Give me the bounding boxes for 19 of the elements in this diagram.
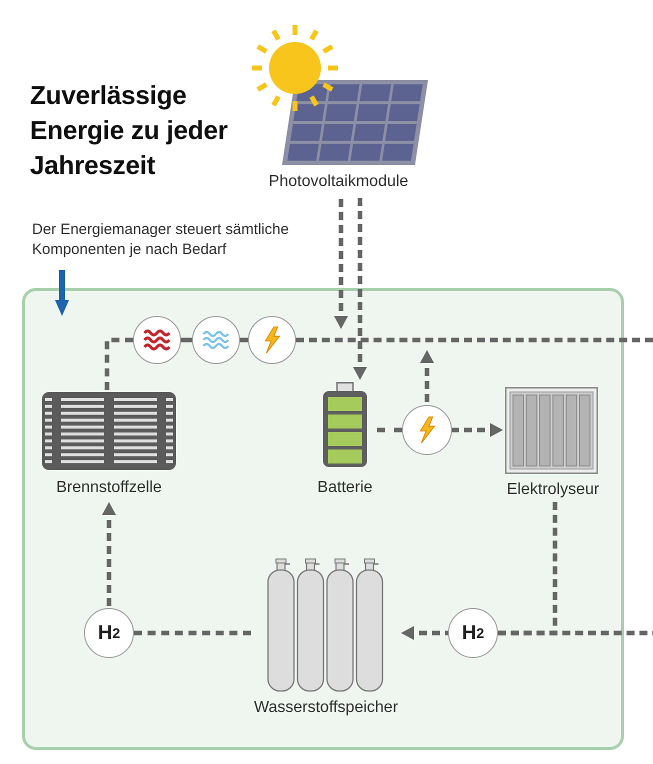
arrow	[420, 350, 434, 405]
node-label: Brennstoffzelle	[56, 478, 162, 498]
arrow	[353, 195, 367, 380]
title: Zuverlässige Energie zu jeder Jahreszeit	[30, 79, 229, 182]
arrow	[102, 502, 116, 608]
panel-heading: Der Energiemanager steuert sämtliche Komponenten je nach Bedarf	[32, 220, 290, 260]
connector-line	[240, 338, 248, 342]
node-label: Elektrolyseur	[506, 480, 600, 500]
connector-line	[181, 338, 192, 342]
arrow	[401, 626, 448, 640]
connector-line	[498, 630, 653, 636]
connector-line	[134, 630, 251, 636]
node-label: Photovoltaikmodule	[268, 172, 408, 192]
arrow	[452, 423, 503, 437]
connector-line	[377, 428, 402, 432]
connector-line	[296, 338, 653, 342]
node-label: Wasserstoffspeicher	[254, 698, 398, 718]
node-label: Batterie	[317, 478, 373, 498]
connector-line	[104, 338, 133, 390]
